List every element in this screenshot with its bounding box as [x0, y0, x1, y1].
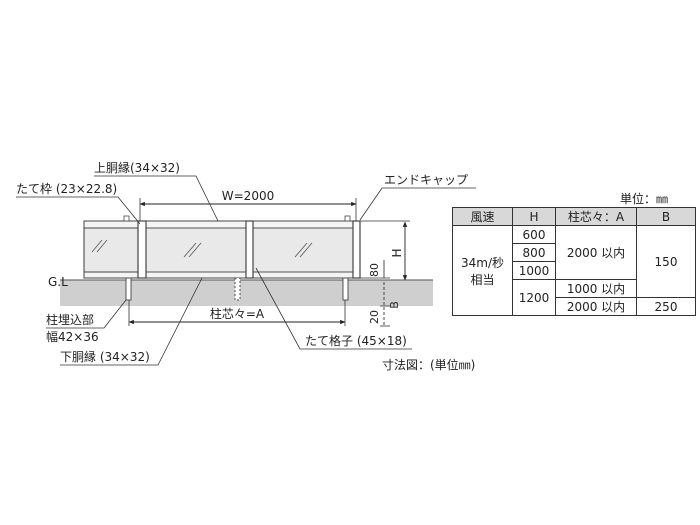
- vertical-frame-right: [352, 220, 361, 279]
- header-b: B: [636, 207, 696, 226]
- post-spacing-label: 柱芯々=A: [210, 306, 265, 321]
- ground: [60, 280, 433, 306]
- post-embed-label: 柱埋込部: [46, 312, 94, 327]
- table-unit-note: 単位：㎜: [620, 192, 669, 206]
- bottom-rail-label: 下胴縁 (34×32): [60, 349, 150, 364]
- cell-a-2000-2: 2000 以内: [555, 297, 637, 316]
- gl-label: G.L: [48, 275, 68, 289]
- vertical-lattice: [245, 220, 254, 279]
- height-label: H: [390, 248, 404, 257]
- vertical-frame-label: たて枠 (23×22.8): [16, 182, 117, 196]
- cell-h-800: 800: [512, 243, 556, 262]
- glass-panel-2: [252, 227, 354, 273]
- table-row: 2000 以内 250: [453, 297, 696, 316]
- table-header-row: 風速 H 柱芯々：A B: [452, 207, 696, 226]
- cap-left: [123, 215, 130, 222]
- table-row: 1000: [453, 261, 696, 280]
- cell-wind-speed: 34m/秒相当: [452, 225, 513, 316]
- header-wind-speed: 風速: [452, 207, 513, 226]
- top-rail-label: 上胴縁(34×32): [94, 160, 180, 175]
- bottom-rail: [83, 271, 361, 279]
- table-row: 34m/秒相当 600 2000 以内 150: [452, 225, 696, 316]
- cell-b-150: 150: [636, 225, 696, 298]
- left-glass-panel: [83, 227, 139, 273]
- dim-b-label: B: [388, 301, 401, 309]
- cell-h-1000: 1000: [512, 261, 556, 280]
- posts: [125, 277, 349, 301]
- top-rail: [83, 220, 361, 229]
- diagram-caption: 寸法図：(単位㎜): [382, 358, 476, 372]
- cell-b-250: 250: [636, 297, 696, 316]
- cell-h-1200: 1200: [512, 279, 556, 316]
- header-h: H: [512, 207, 556, 226]
- cell-a-1000: 1000 以内: [555, 279, 637, 298]
- end-cap-label: エンドキャップ: [384, 173, 468, 187]
- header-post-spacing: 柱芯々：A: [555, 207, 637, 226]
- vertical-frame-left: [137, 220, 147, 279]
- glass-hatch: [91, 239, 313, 258]
- glass-panel-1: [145, 227, 247, 273]
- cap-right: [344, 215, 351, 222]
- width-label: W=2000: [222, 189, 274, 203]
- cell-a-2000-1: 2000 以内: [555, 225, 637, 280]
- post-size-label: 幅42×36: [46, 329, 99, 344]
- dim-80-label: 80: [368, 263, 381, 277]
- cell-h-600: 600: [512, 225, 556, 244]
- lattice-label: たて格子 (45×18): [305, 333, 407, 348]
- table-row: 1200 1000 以内: [453, 279, 696, 316]
- spec-table: 風速 H 柱芯々：A B 34m/秒相当 600 2000 以内 150 800…: [452, 207, 696, 316]
- table-row: 800: [453, 243, 696, 262]
- dim-20-label: 20: [368, 310, 381, 324]
